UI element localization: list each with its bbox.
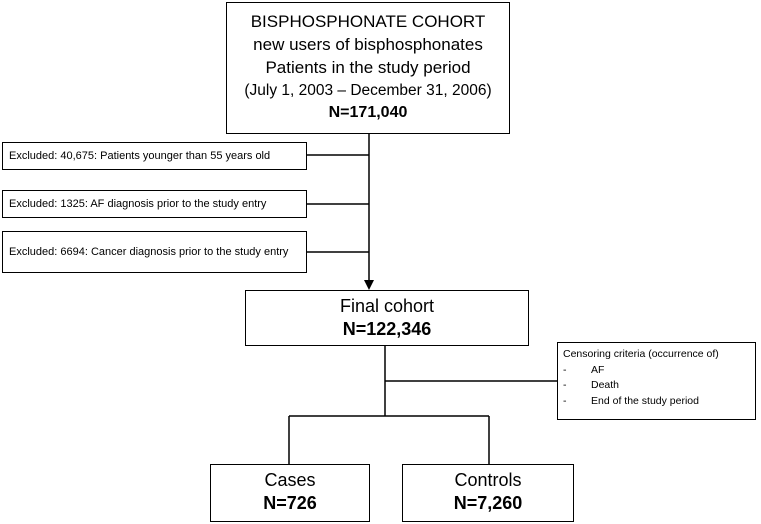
exclusion-box-age: Excluded: 40,675: Patients younger than … [2, 142, 307, 170]
censoring-item: Death [563, 378, 750, 394]
controls-count: N=7,260 [453, 493, 523, 513]
censoring-criteria-box: Censoring criteria (occurrence of) AF De… [557, 342, 756, 420]
cases-count: N=726 [263, 493, 317, 513]
censoring-item: AF [563, 363, 750, 379]
exclusion-box-cancer: Excluded: 6694: Cancer diagnosis prior t… [2, 231, 307, 273]
exclusion-text: Excluded: 40,675: Patients younger than … [9, 150, 271, 162]
final-cohort-title: Final cohort [339, 296, 435, 316]
exclusion-text: Excluded: 6694: Cancer diagnosis prior t… [9, 246, 289, 258]
bisphosphonate-cohort-box: BISPHOSPHONATE COHORT new users of bisph… [226, 2, 510, 134]
cohort-description: Patients in the study period [265, 58, 471, 77]
censoring-title: Censoring criteria (occurrence of) [563, 348, 719, 360]
controls-box: Controls N=7,260 [402, 464, 574, 522]
controls-title: Controls [454, 470, 522, 490]
exclusion-box-af: Excluded: 1325: AF diagnosis prior to th… [2, 190, 307, 218]
final-cohort-box: Final cohort N=122,346 [245, 290, 529, 346]
censoring-list: AF Death End of the study period [563, 363, 750, 410]
study-period: (July 1, 2003 – December 31, 2006) [244, 82, 492, 99]
cohort-subtitle: new users of bisphosphonates [253, 35, 483, 54]
cohort-count: N=171,040 [328, 104, 408, 121]
cases-title: Cases [264, 470, 316, 490]
exclusion-text: Excluded: 1325: AF diagnosis prior to th… [9, 198, 267, 210]
censoring-item: End of the study period [563, 394, 750, 410]
cases-box: Cases N=726 [210, 464, 370, 522]
cohort-title: BISPHOSPHONATE COHORT [250, 12, 486, 31]
final-cohort-count: N=122,346 [342, 319, 432, 339]
